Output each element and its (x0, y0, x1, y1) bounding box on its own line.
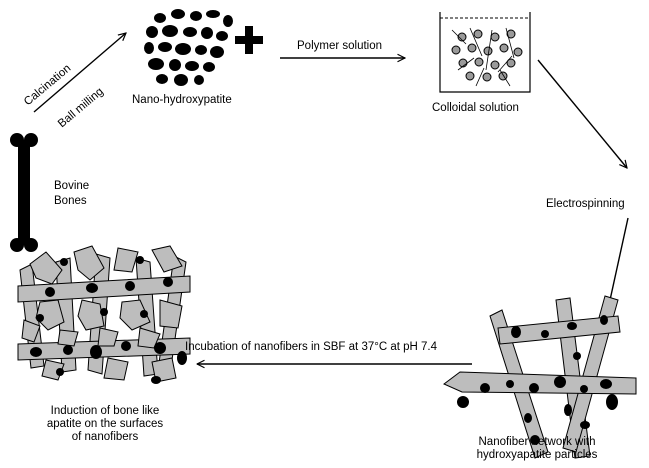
induction-label-line-3: of nanofibers (71, 431, 139, 443)
nanofiber-network-label-line-2: hydroxyapatite particles (476, 449, 598, 461)
nano-hydroxyapatite-label: Nano-hydroxypatite (132, 94, 232, 106)
nanofiber-network (443, 295, 637, 459)
plus-icon (235, 26, 263, 54)
nanofiber-network-label-line-1: Nanofiber network with (478, 436, 596, 448)
bones-label: Bones (54, 195, 87, 207)
colloidal-solution-label: Colloidal solution (432, 102, 519, 114)
electrospinning-label: Electrospinning (546, 198, 625, 210)
bovine-label: Bovine (54, 180, 90, 192)
induction-label-line-1: Induction of bone like (50, 405, 160, 417)
induction-label-line-2: apatite on the surfaces (46, 418, 164, 430)
to-electrospinning-arrow (537, 59, 627, 168)
nano-hydroxyapatite-particles (144, 9, 233, 86)
colloidal-beaker (439, 12, 531, 93)
bovine-bone-icon (10, 133, 38, 252)
mineralized-nanofiber-network (17, 245, 191, 384)
calcination-arrow (33, 33, 126, 113)
incubation-label: Incubation of nanofibers in SBF at 37°C … (185, 341, 438, 353)
polymer-solution-label: Polymer solution (297, 40, 383, 52)
